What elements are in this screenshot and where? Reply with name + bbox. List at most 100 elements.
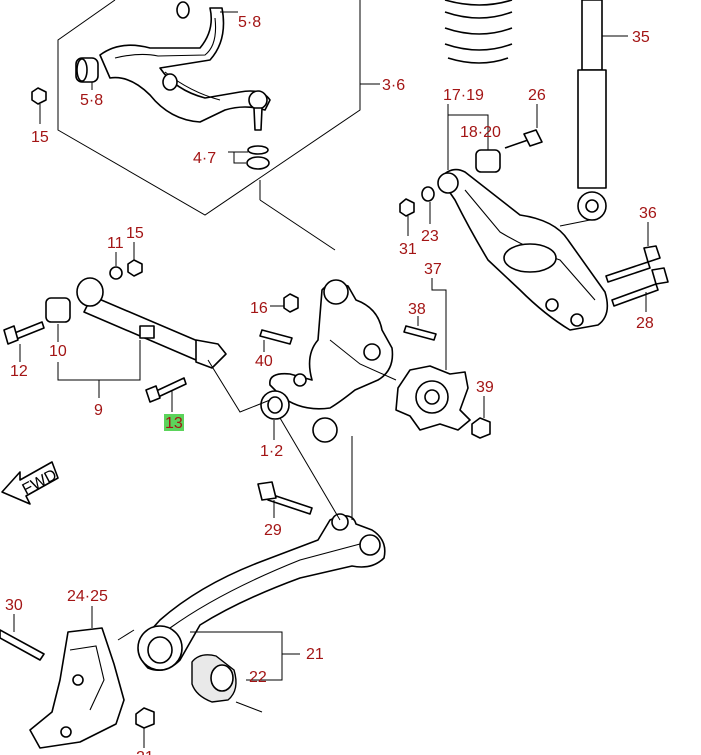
bolt-36 [605, 261, 651, 283]
upper-control-arm [99, 7, 271, 123]
ring-4-7a [247, 145, 269, 155]
leader-4-7 [228, 151, 248, 164]
callout-5-8-top: 5·8 [238, 14, 261, 31]
lower-arm-rib [169, 543, 361, 629]
fwd-arrow-shape [1, 461, 59, 505]
spring-shock-group [444, 0, 628, 221]
callout-15-mid: 15 [126, 225, 144, 242]
callout-4-7: 4·7 [193, 150, 216, 167]
bracket-hole2 [60, 726, 72, 738]
bracket-9 [57, 340, 141, 381]
leader-bracket-arm [117, 629, 135, 641]
callout-labels: 5·8 5·8 3·6 15 4·7 35 17·19 26 18·20 36 … [5, 14, 657, 755]
callout-35: 35 [632, 29, 650, 46]
bushing-1-2-core [267, 396, 283, 414]
callout-17-19: 17·19 [443, 87, 484, 104]
callout-23: 23 [421, 228, 439, 245]
bolt-38 [403, 325, 437, 341]
callout-9: 9 [94, 402, 103, 419]
callout-11: 11 [107, 235, 124, 252]
coil-spring [444, 0, 513, 64]
upper-arm-rib [114, 17, 217, 59]
lower-rear-arm-hole1 [545, 298, 559, 312]
bracket-group [0, 606, 263, 749]
lower-arm-upper-eye [331, 513, 349, 531]
shock-eye-hole [585, 199, 599, 213]
nut-15-top [31, 87, 47, 105]
shock-body [577, 69, 607, 189]
leader-arm-knuckle [259, 199, 336, 251]
bolt-36-head [643, 245, 661, 263]
bracket-rib [69, 645, 105, 711]
nut-21b [135, 707, 155, 729]
leader-knuckle-arm2 [279, 417, 341, 521]
knuckle-bottom-bushing [312, 417, 338, 443]
callout-39: 39 [476, 379, 494, 396]
nut-31 [399, 198, 415, 217]
callout-40: 40 [255, 353, 273, 370]
leader-17-19 [447, 104, 489, 150]
lateral-link-eye [76, 277, 104, 307]
knuckle-top-eye [323, 279, 349, 305]
leader-bushing-out [235, 701, 263, 713]
leader-hub-knuckle [329, 339, 397, 381]
callout-31: 31 [399, 241, 417, 258]
callout-29: 29 [264, 522, 282, 539]
lower-arm-group [137, 417, 386, 703]
fwd-arrow: FWD [1, 461, 60, 505]
bolt-28-head [651, 267, 669, 285]
callout-26: 26 [528, 87, 546, 104]
upper-arm-top-hole [176, 1, 190, 19]
callout-12: 12 [10, 363, 28, 380]
bolt-28 [611, 283, 659, 307]
knuckle-low-hole [293, 373, 307, 387]
lateral-link-end [195, 339, 227, 369]
callout-36: 36 [639, 205, 657, 222]
nut-39 [471, 417, 491, 439]
bushing-5-8-face [76, 58, 88, 82]
bolt-40 [259, 329, 293, 345]
ring-4-7b [246, 156, 270, 170]
bushing-10 [45, 297, 71, 323]
callout-16: 16 [250, 300, 268, 317]
bolt-12-head [3, 325, 19, 345]
callout-30: 30 [5, 597, 23, 614]
bolt-13-head [145, 385, 161, 403]
callout-18-20: 18·20 [460, 124, 501, 141]
lower-rear-arm-group [399, 104, 669, 331]
bolt-29-head [257, 481, 277, 501]
knuckle-hole [363, 343, 381, 361]
knuckle-group [259, 278, 491, 443]
bushing-18-20 [475, 149, 501, 173]
leader-shock-arm [559, 219, 591, 227]
leader-link-knuckle [207, 359, 271, 413]
lateral-link-group [3, 242, 271, 413]
callout-21-bottom: 21 [136, 749, 154, 755]
lower-rear-arm-hole2 [570, 313, 584, 327]
ball-joint-stud [253, 107, 263, 131]
bolt-30 [0, 629, 45, 661]
lateral-link-bracket [139, 325, 155, 339]
lower-rear-arm-pad [503, 243, 557, 273]
lower-long-arm [138, 515, 386, 671]
callout-13: 13 [165, 415, 183, 432]
bracket-21 [190, 631, 283, 681]
callout-28: 28 [636, 315, 654, 332]
callout-24-25: 24·25 [67, 588, 108, 605]
bushing-22-face [210, 664, 234, 692]
shock-body-upper [581, 0, 603, 71]
mount-bracket [29, 627, 125, 749]
callout-15-top: 15 [31, 129, 49, 146]
bracket-hole1 [72, 674, 84, 686]
washer-11 [109, 266, 123, 280]
group-box-3-6 [57, 0, 361, 216]
upper-arm-hole [162, 73, 178, 91]
callout-5-8: 5·8 [80, 92, 103, 109]
lower-arm-outer-bore [147, 636, 173, 664]
nut-16 [283, 293, 299, 313]
nut-15-mid [127, 259, 143, 277]
callout-10: 10 [49, 343, 67, 360]
callout-38: 38 [408, 301, 426, 318]
